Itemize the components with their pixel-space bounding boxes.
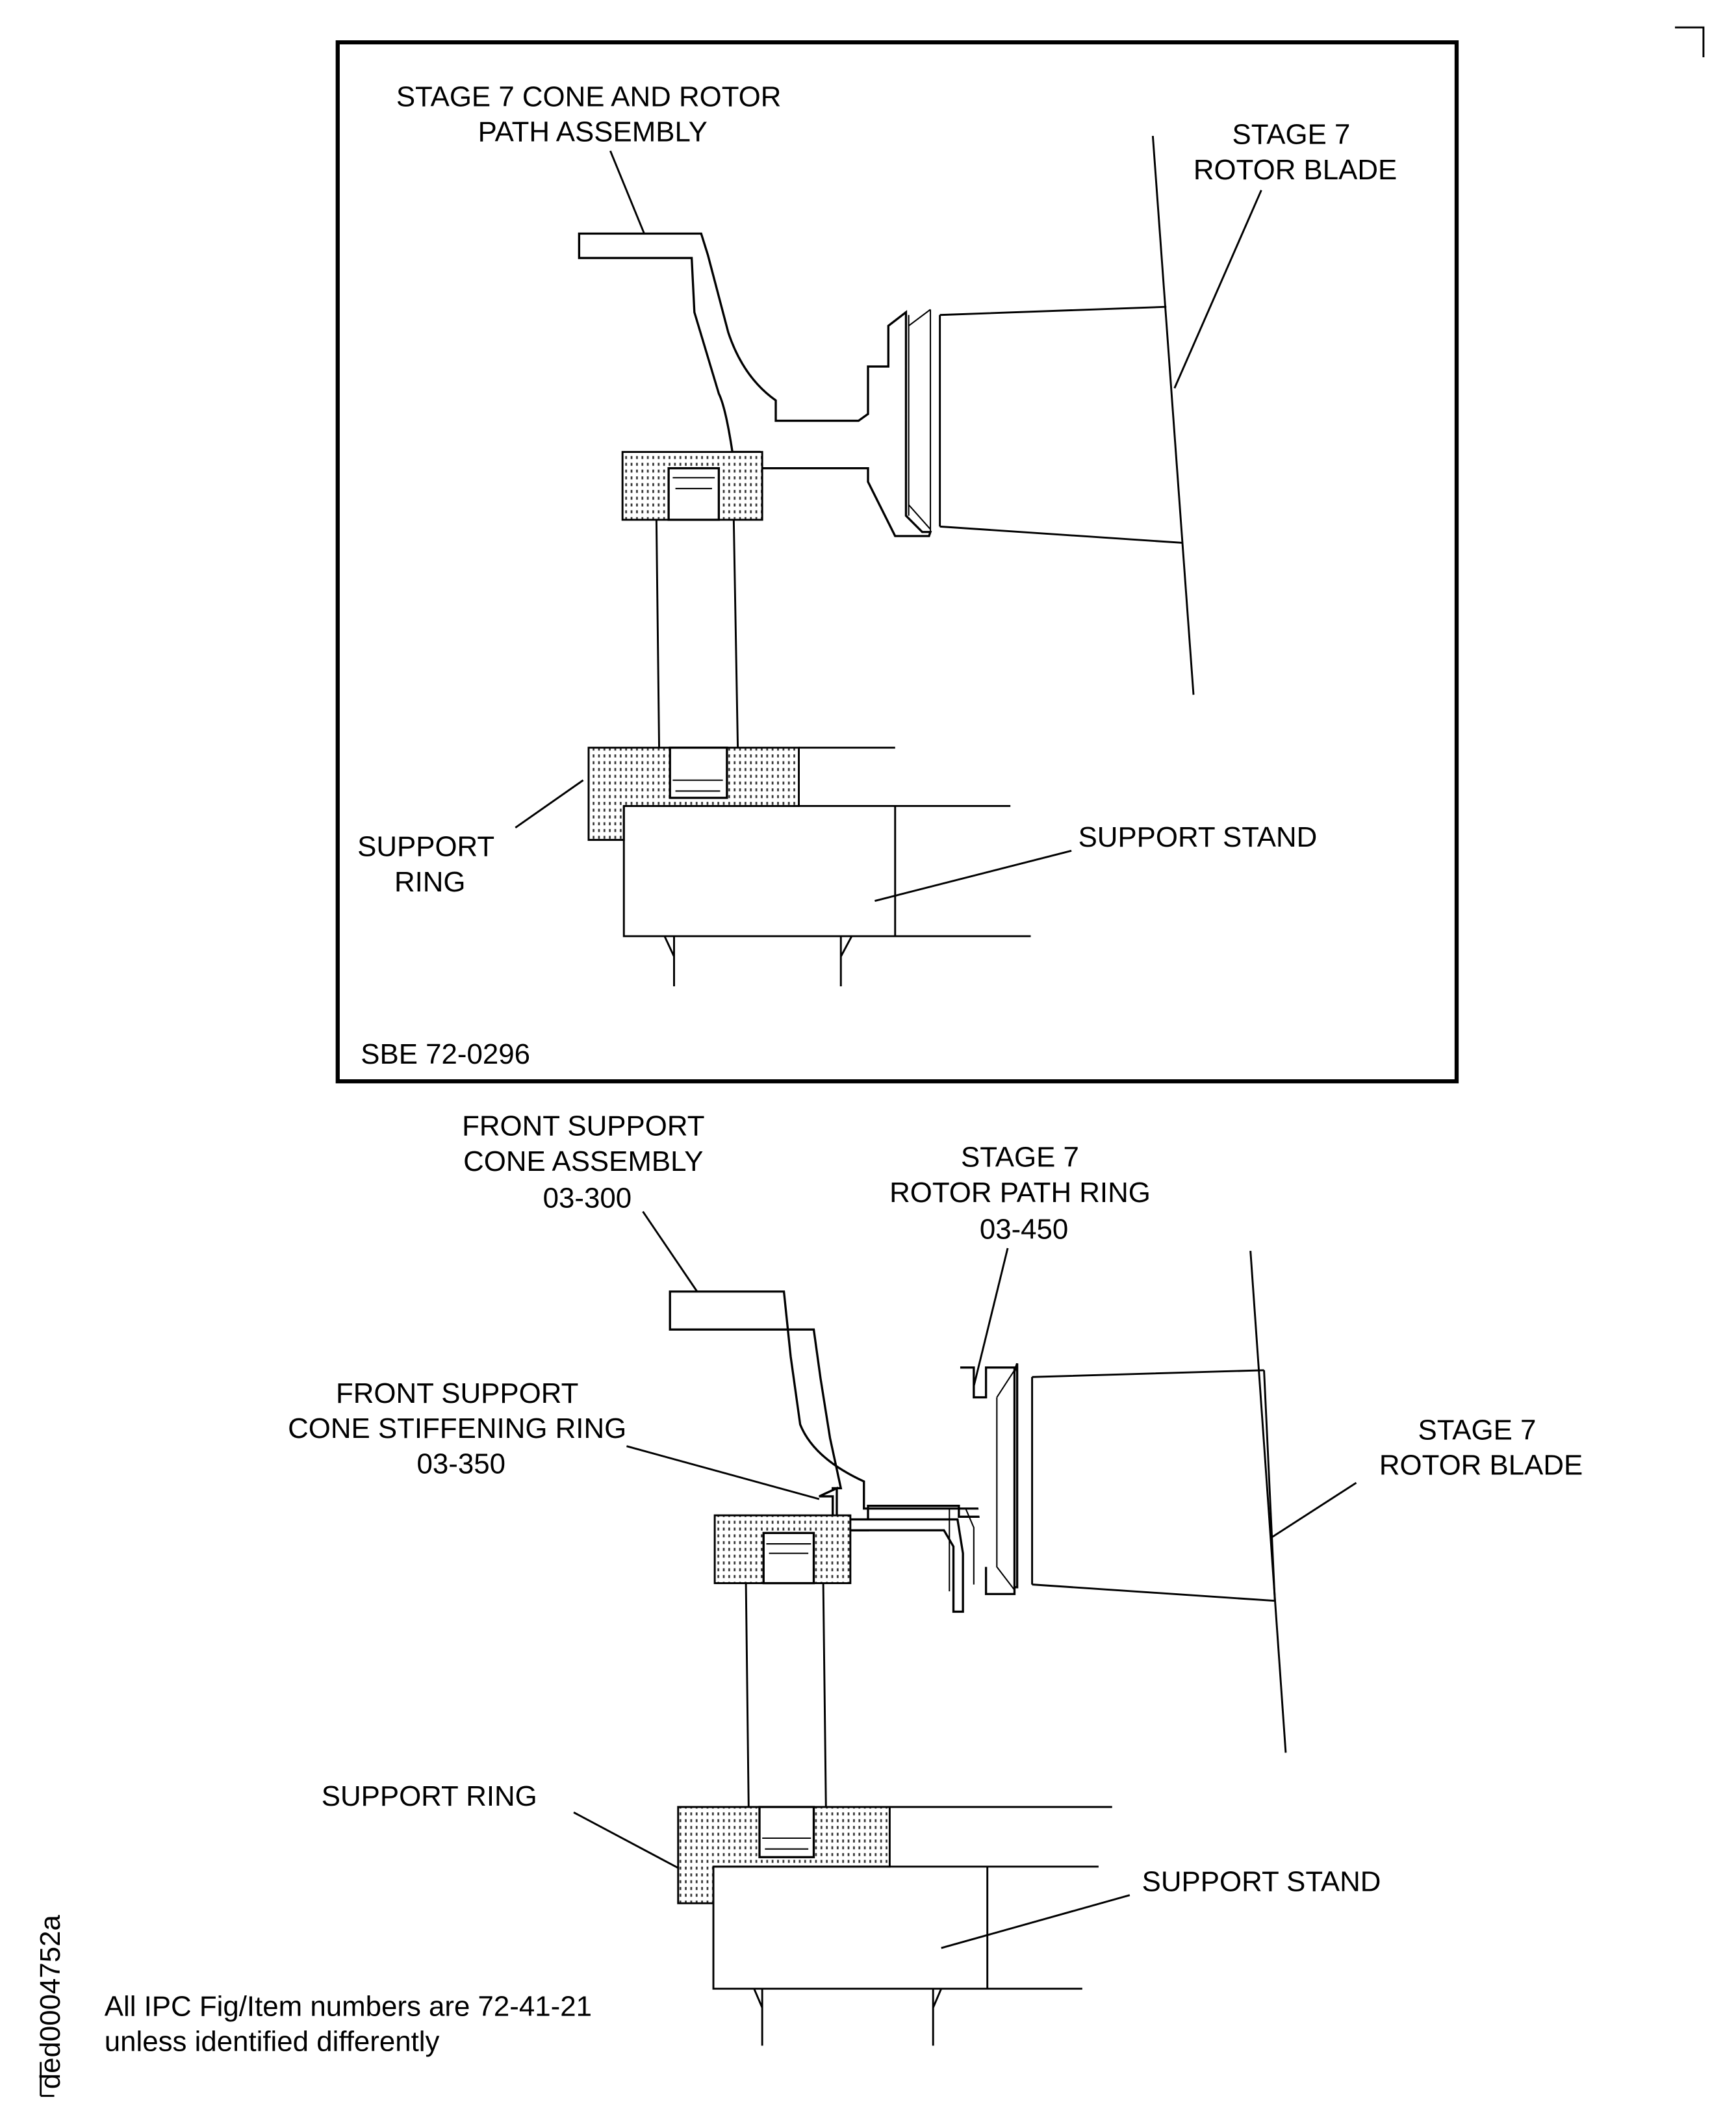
label-front-support-cone-assembly: FRONT SUPPORT CONE ASSEMBLY 03-300 — [462, 1110, 713, 1214]
label-line: FRONT SUPPORT — [462, 1110, 704, 1142]
label-rotor-blade-before: STAGE 7 ROTOR BLADE — [1194, 119, 1397, 186]
label-line: ROTOR BLADE — [1379, 1450, 1583, 1481]
label-line: STAGE 7 — [961, 1142, 1079, 1173]
leader-stiffening-ring — [626, 1445, 820, 1500]
label-cone-rotor-path-assembly: STAGE 7 CONE AND ROTOR PATH ASSEMBLY — [396, 81, 789, 147]
label-support-ring-after: SUPPORT RING — [322, 1780, 537, 1812]
stand-legs-before — [663, 936, 853, 987]
before-panel: STAGE 7 CONE AND ROTOR PATH ASSEMBLY STA… — [335, 40, 1459, 1084]
post-left-before — [655, 519, 660, 748]
leader-rotor-blade — [1173, 190, 1262, 389]
blade-tip-line-before — [1151, 136, 1195, 695]
bolt-head — [762, 1837, 811, 1850]
sbe-reference: SBE 72-0296 — [361, 1038, 530, 1070]
cone-rotor-path-assembly — [578, 232, 932, 537]
bolt-head — [672, 477, 715, 489]
note-line: All IPC Fig/Item numbers are 72-41-21 — [105, 1990, 592, 2022]
stand-legs-after — [753, 1988, 943, 2046]
drawing-id-mark — [40, 2062, 55, 2097]
bolt-head — [672, 779, 723, 792]
after-panel: FRONT SUPPORT CONE ASSEMBLY 03-300 STAGE… — [34, 1110, 1583, 2097]
upper-bolt-slot-after — [762, 1531, 815, 1585]
blade-tip-line-after — [1249, 1251, 1287, 1753]
rotor-path-ring-detail — [996, 1370, 1015, 1591]
label-line: 03-300 — [543, 1182, 632, 1214]
blade-platform — [908, 309, 932, 533]
label-line: STAGE 7 CONE AND ROTOR — [396, 81, 782, 112]
post-right-before — [732, 519, 739, 748]
label-rotor-blade-after: STAGE 7 ROTOR BLADE — [1379, 1414, 1583, 1481]
upper-bolt-slot-before — [667, 467, 721, 521]
post-left-after — [745, 1583, 750, 1808]
label-rotor-path-ring: STAGE 7 ROTOR PATH RING 03-450 — [889, 1142, 1158, 1246]
post-right-after — [822, 1583, 827, 1808]
label-line: FRONT SUPPORT — [336, 1377, 578, 1409]
bolt-head — [766, 1543, 811, 1554]
label-line: STAGE 7 — [1418, 1414, 1537, 1446]
leader-support-ring — [515, 779, 584, 829]
rotor-blade-after — [1031, 1369, 1275, 1602]
stiffening-ring-inner — [949, 1508, 975, 1592]
lower-bolt-slot-before — [669, 746, 728, 799]
leader-front-support-cone — [642, 1210, 698, 1292]
note-line: unless identified differently — [105, 2026, 440, 2058]
label-support-stand-after: SUPPORT STAND — [1142, 1865, 1381, 1897]
support-stand-before — [622, 804, 1031, 938]
blade-tip-line-after-lower — [1263, 1370, 1276, 1601]
leader-support-stand — [874, 849, 1072, 902]
label-line: STAGE 7 — [1232, 119, 1351, 151]
label-line: SUPPORT — [357, 831, 494, 863]
leader-cone-assembly — [609, 150, 645, 235]
label-support-ring-before: SUPPORT RING — [357, 831, 502, 898]
before-panel-frame — [335, 40, 1459, 1084]
label-cone-stiffening-ring: FRONT SUPPORT CONE STIFFENING RING 03-35… — [288, 1377, 634, 1480]
ipc-note: All IPC Fig/Item numbers are 72-41-21 un… — [105, 1990, 600, 2057]
label-line: 03-350 — [417, 1448, 505, 1479]
label-line: 03-450 — [980, 1213, 1068, 1245]
label-line: ROTOR BLADE — [1194, 154, 1397, 186]
label-line: RING — [394, 866, 466, 898]
leader-rotor-path-ring — [970, 1248, 1009, 1398]
support-stand-after — [712, 1865, 1099, 1990]
label-line: ROTOR PATH RING — [889, 1177, 1151, 1209]
rotor-blade-before — [939, 305, 1183, 544]
crop-mark-top-right — [1675, 26, 1705, 58]
leader-support-stand-after — [941, 1894, 1130, 1949]
label-line: PATH ASSEMBLY — [478, 116, 708, 148]
label-line: CONE ASSEMBLY — [463, 1146, 703, 1177]
drawing-id: ded0004752a — [34, 1914, 66, 2089]
rotor-path-ring — [960, 1366, 1016, 1595]
label-line: CONE STIFFENING RING — [288, 1413, 626, 1444]
leader-support-ring-after — [573, 1812, 682, 1871]
label-support-stand-before: SUPPORT STAND — [1079, 821, 1318, 853]
leader-rotor-blade-after — [1271, 1481, 1357, 1538]
